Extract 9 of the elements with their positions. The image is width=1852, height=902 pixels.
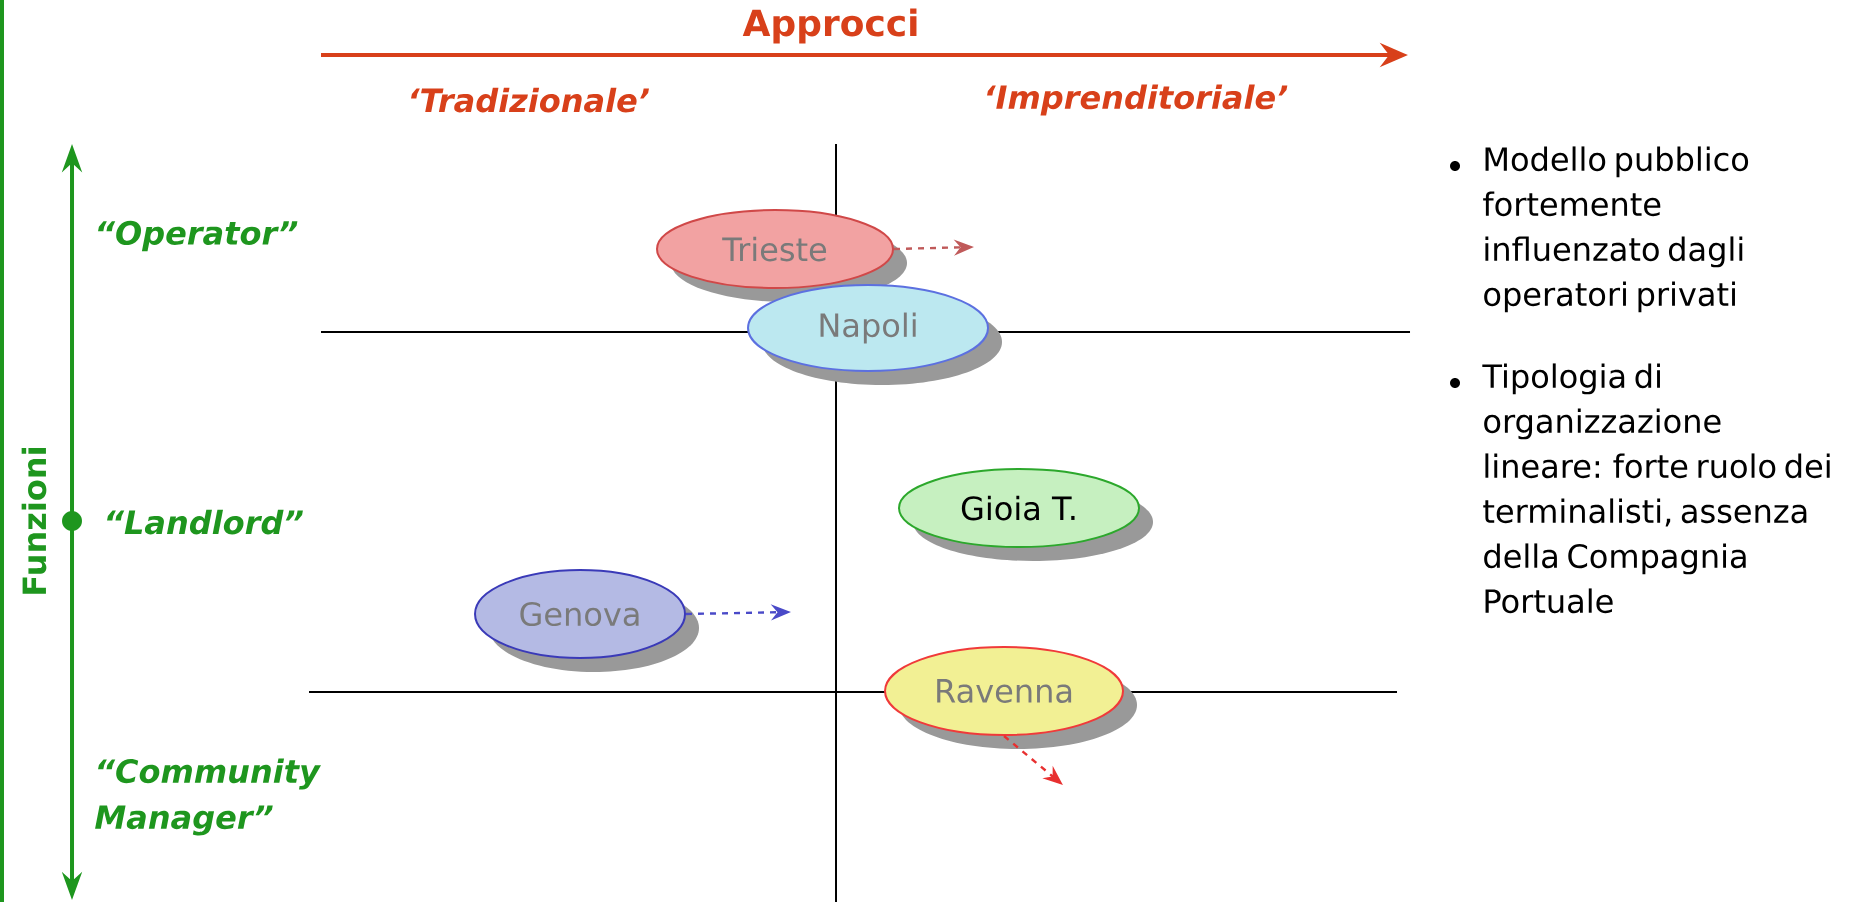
axis-label: ‘Imprenditoriale’ xyxy=(987,84,1288,116)
axis-label: ‘Tradizionale’ xyxy=(411,87,649,113)
axis-title: Funzioni xyxy=(21,448,47,594)
bullet-text: Modello pubblico fortemente influenzato dagli operatori privati xyxy=(1483,146,1749,313)
axis-label: “Landlord” xyxy=(107,509,303,535)
axis-label: “Community Manager” xyxy=(95,758,321,836)
axis-title: Approcci xyxy=(742,8,917,44)
bullet-text: Tipologia di organizzazione lineare: forte ruolo dei terminalisti, assenza della Compagnia Portuale xyxy=(1482,363,1830,614)
axis-label: “Operator” xyxy=(98,220,298,252)
